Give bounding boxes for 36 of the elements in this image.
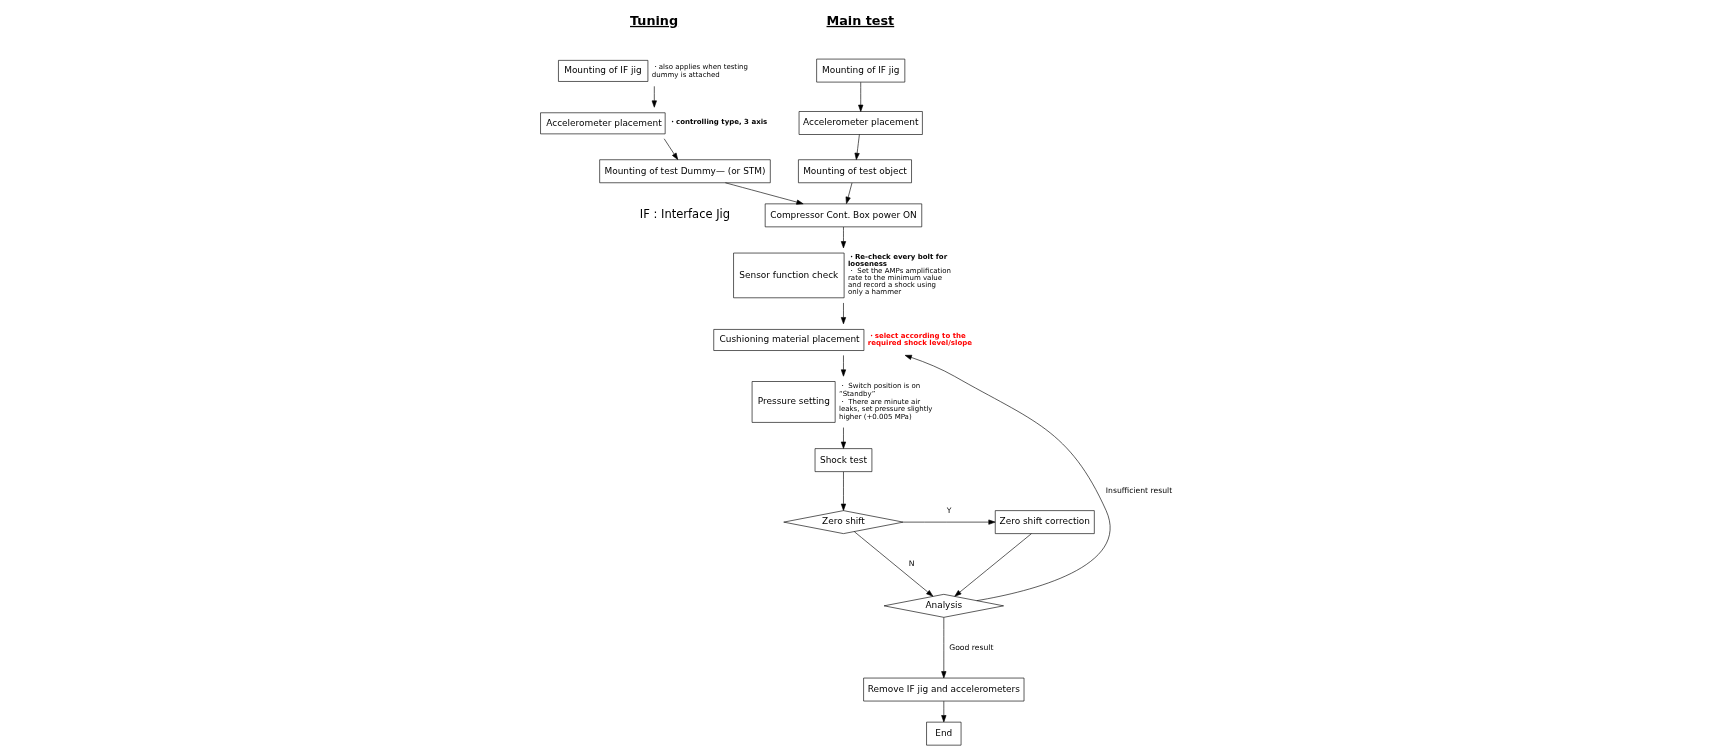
node-box: Sensor function check <box>733 252 845 299</box>
arrow <box>858 82 864 112</box>
arrow <box>840 226 847 249</box>
node-diamond: Analysis <box>883 594 1004 618</box>
node-box: Remove IF jig and accelerometers <box>863 677 1025 702</box>
arrow <box>663 138 679 160</box>
arrow <box>845 182 853 204</box>
arrow <box>903 519 996 525</box>
node-box: Mounting of test Dummy— (or STM) <box>599 159 771 184</box>
arrow <box>651 86 657 108</box>
arrow <box>725 182 804 205</box>
label: Main test <box>826 12 895 28</box>
node-box: Accelerometer placement <box>798 111 923 135</box>
arrow <box>941 617 947 679</box>
node-box: Mounting of test object <box>798 159 912 184</box>
arrow <box>954 533 1032 597</box>
arrow <box>904 354 1111 601</box>
node-box: Zero shift correction <box>994 510 1095 534</box>
arrow <box>840 427 847 449</box>
arrow <box>840 355 847 377</box>
node-box: Cushioning material placement <box>713 329 865 351</box>
arrow <box>840 302 847 325</box>
node-box: Mounting of IF jig <box>816 58 906 83</box>
node-box: Shock test <box>814 448 873 472</box>
label: IF : Interface Jig <box>639 207 731 222</box>
arrow <box>853 531 934 597</box>
node-box: Pressure setting <box>751 381 836 423</box>
node-box: Compressor Cont. Box power ON <box>764 203 923 228</box>
node-box: Accelerometer placement <box>540 112 666 135</box>
node-box: Mounting of IF jig <box>558 60 649 82</box>
arrow <box>840 471 847 511</box>
arrow <box>854 134 860 160</box>
arrow <box>941 700 947 723</box>
node-box: End <box>926 721 962 746</box>
label: Tuning <box>630 12 679 28</box>
node-diamond: Zero shift <box>783 510 904 534</box>
